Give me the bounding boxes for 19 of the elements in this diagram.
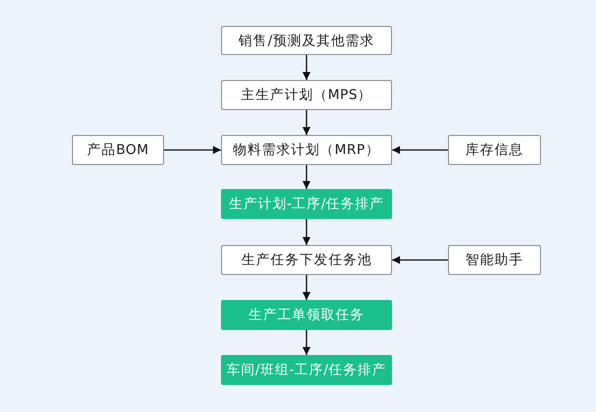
- process-box: 生产计划-工序/任务排产: [221, 189, 392, 219]
- process-box: 销售/预测及其他需求: [221, 26, 392, 55]
- process-box: 主生产计划（MPS）: [221, 80, 392, 110]
- arrow: [302, 110, 310, 135]
- process-box: 智能助手: [448, 245, 541, 275]
- process-box: 库存信息: [448, 135, 541, 165]
- process-box: 生产任务下发任务池: [221, 245, 392, 275]
- arrow: [302, 165, 310, 189]
- arrow: [392, 256, 448, 264]
- arrow: [302, 330, 310, 355]
- process-box: 物料需求计划（MRP）: [221, 135, 392, 165]
- arrow: [164, 146, 221, 154]
- process-box: 产品BOM: [72, 135, 164, 165]
- arrow: [302, 219, 310, 245]
- arrow: [392, 146, 448, 154]
- arrow: [302, 55, 310, 80]
- process-box: 车间/班组-工序/任务排产: [221, 355, 392, 385]
- arrow: [302, 275, 310, 300]
- process-box: 生产工单领取任务: [221, 300, 392, 330]
